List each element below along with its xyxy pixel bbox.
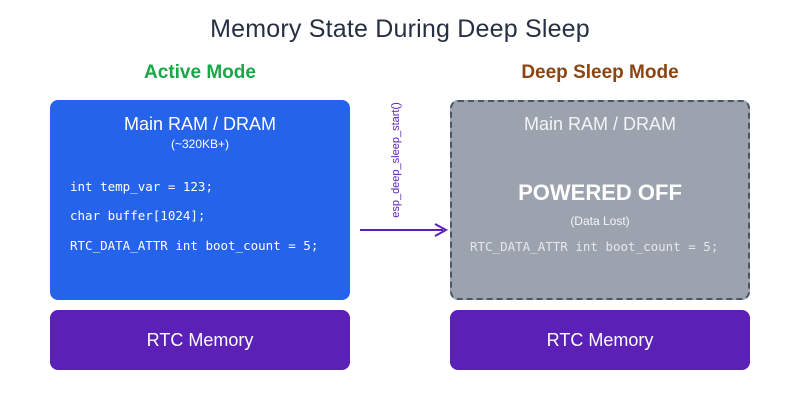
code-line-boot-count: RTC_DATA_ATTR int boot_count = 5; <box>70 238 319 253</box>
active-rtc-memory-box: RTC Memory <box>50 310 350 370</box>
data-lost-note: (Data Lost) <box>570 214 630 228</box>
sleep-main-ram-box: Main RAM / DRAM POWERED OFF (Data Lost) … <box>450 100 750 300</box>
deep-sleep-mode-label: Deep Sleep Mode <box>521 62 679 83</box>
code-line-boot-count-ghost: RTC_DATA_ATTR int boot_count = 5; <box>470 239 719 254</box>
powered-off-status: POWERED OFF <box>518 180 682 205</box>
diagram-title: Memory State During Deep Sleep <box>210 15 590 43</box>
active-mode-label: Active Mode <box>144 62 256 83</box>
active-ram-size: (~320KB+) <box>170 137 230 151</box>
active-main-ram-box: Main RAM / DRAM (~320KB+) int temp_var =… <box>50 100 350 300</box>
sleep-rtc-memory-box: RTC Memory <box>450 310 750 370</box>
active-ram-title: Main RAM / DRAM <box>123 114 276 134</box>
sleep-transition-arrow <box>360 223 449 237</box>
transition-label: esp_deep_sleep_start() <box>390 102 402 218</box>
code-line-buffer: char buffer[1024]; <box>70 208 206 223</box>
sleep-ram-title: Main RAM / DRAM <box>523 114 676 134</box>
code-line-temp-var: int temp_var = 123; <box>70 179 213 194</box>
